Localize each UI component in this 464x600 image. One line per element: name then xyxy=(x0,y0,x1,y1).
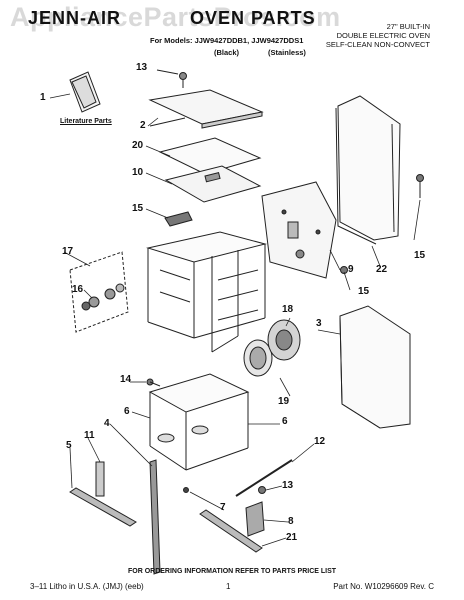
desc-line-3: SELF-CLEAN NON-CONVECT xyxy=(325,40,430,49)
callout-1: 1 xyxy=(40,92,46,103)
fan-assembly xyxy=(243,319,301,377)
side-panel-22 xyxy=(335,95,401,245)
back-panel-9 xyxy=(261,181,337,279)
leader-lines xyxy=(49,93,421,547)
callout-17: 17 xyxy=(62,246,74,257)
strip-11 xyxy=(95,461,105,497)
callout-4: 4 xyxy=(104,418,110,429)
dashed-group-17 xyxy=(69,251,129,333)
callout-15-back: 15 xyxy=(358,286,370,297)
callout-21: 21 xyxy=(286,532,298,543)
insulation-20 xyxy=(158,137,262,175)
screw-15-back xyxy=(340,266,348,274)
bottom-box-6 xyxy=(148,373,250,471)
callout-19: 19 xyxy=(278,396,290,407)
callout-12: 12 xyxy=(314,436,326,447)
screw-15-right xyxy=(416,174,424,198)
callout-15-left: 15 xyxy=(132,203,144,214)
callout-16: 16 xyxy=(72,284,84,295)
panel-10 xyxy=(164,165,262,203)
bracket-8 xyxy=(245,501,265,537)
watermark: AppliancePartsPros.com xyxy=(10,2,341,32)
callout-6-left: 6 xyxy=(124,406,130,417)
callout-20: 20 xyxy=(132,140,144,151)
callout-6-right: 6 xyxy=(282,416,288,427)
callout-13-bottom: 13 xyxy=(282,480,294,491)
rod-12 xyxy=(235,459,293,497)
callout-9: 9 xyxy=(348,264,354,275)
callout-8: 8 xyxy=(288,516,294,527)
clip-7 xyxy=(183,487,189,493)
trim-21 xyxy=(199,509,263,553)
model-numbers: For Models: JJW9427DDB1, JJW9427DDS1 xyxy=(150,36,304,45)
callout-18: 18 xyxy=(282,304,294,315)
ordering-notice: FOR ORDERING INFORMATION REFER TO PARTS … xyxy=(127,568,337,575)
product-description: 27" BUILT-IN DOUBLE ELECTRIC OVEN SELF-C… xyxy=(310,22,430,49)
callout-11: 11 xyxy=(84,430,95,441)
callout-22: 22 xyxy=(376,264,388,275)
oven-frame xyxy=(146,231,267,353)
desc-line-1: 27" BUILT-IN xyxy=(386,22,430,31)
callout-2: 2 xyxy=(140,120,146,131)
screw-14 xyxy=(146,378,161,387)
knobs-16 xyxy=(81,283,125,311)
callout-13-top: 13 xyxy=(136,62,148,73)
bracket-15-left xyxy=(164,211,193,227)
page-title: OVEN PARTS xyxy=(190,8,316,28)
callout-15-right: 15 xyxy=(414,250,426,261)
callout-7: 7 xyxy=(220,502,226,513)
strip-5 xyxy=(69,487,137,527)
literature-booklet xyxy=(69,71,101,113)
screw-13-bottom xyxy=(258,486,266,494)
callout-5: 5 xyxy=(66,440,72,451)
litho-info: 3–11 Litho in U.S.A. (JMJ) (eeb) xyxy=(30,582,144,591)
callout-3: 3 xyxy=(316,318,322,329)
callout-10: 10 xyxy=(132,167,144,178)
rail-4 xyxy=(149,459,161,575)
literature-parts-label: Literature Parts xyxy=(60,118,112,125)
callout-14: 14 xyxy=(120,374,132,385)
page-number: 1 xyxy=(226,582,231,591)
part-number: Part No. W10296609 Rev. C xyxy=(333,582,434,591)
screw-13-top xyxy=(156,69,187,88)
side-panel-3 xyxy=(339,305,411,429)
variant-black: (Black) xyxy=(214,48,240,57)
brand-logo: JENN-AIR xyxy=(28,8,122,28)
variant-stainless: (Stainless) xyxy=(268,48,306,57)
desc-line-2: DOUBLE ELECTRIC OVEN xyxy=(336,31,430,40)
